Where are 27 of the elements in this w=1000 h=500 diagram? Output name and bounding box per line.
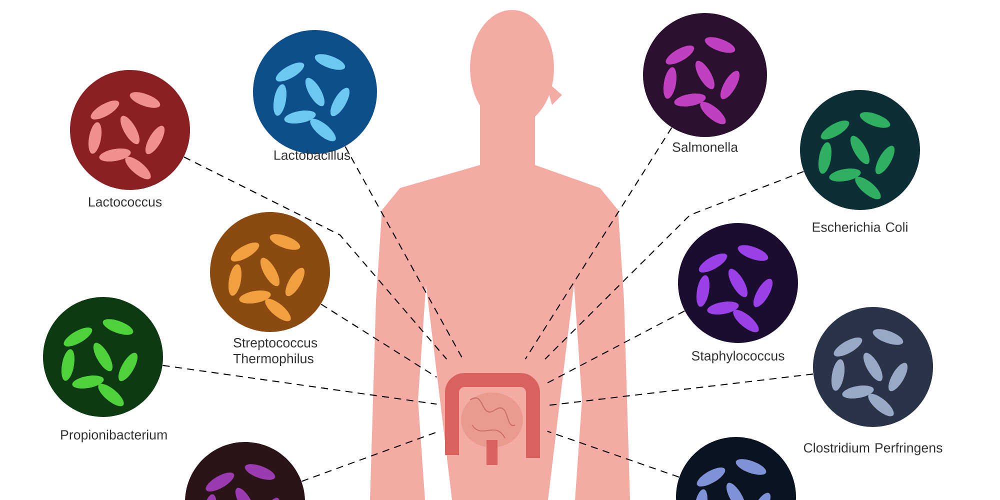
dashed-connector [547, 310, 685, 384]
bacteria-label: Salmonella [672, 142, 738, 152]
bacteria-label: Lactobacillus [274, 150, 350, 160]
dashed-connector [524, 127, 672, 360]
dashed-connector [302, 432, 437, 482]
bacteria-micrograph-drawing [43, 296, 163, 417]
bacteria-micrograph-drawing [813, 307, 933, 427]
intestine-drawing [445, 373, 540, 465]
dashed-connector [184, 156, 448, 360]
dashed-connector [162, 364, 437, 405]
bacteria-micrograph-drawing [678, 222, 798, 343]
bacteria-micrograph-drawing [800, 90, 920, 210]
bacteria-label: Clostridium Perfringens [804, 442, 942, 456]
bacteria-label: Escherichia Coli [812, 222, 908, 232]
bacteria-micrograph-drawing [210, 212, 330, 332]
bacteria-label: Lactococcus [89, 197, 162, 207]
dashed-connector [320, 304, 437, 378]
dashed-connector [544, 171, 804, 360]
bacteria-micrograph-drawing [676, 436, 796, 500]
bacteria-micrograph-drawing [643, 13, 767, 137]
dashed-connector [547, 374, 814, 406]
bacteria-micrograph-drawing [185, 442, 305, 500]
bacteria-label: Streptococcus Thermophilus [233, 338, 318, 366]
bacteria-label: Propionibacterium [61, 430, 167, 442]
bacteria-label: Staphylococcus [692, 350, 784, 364]
bacteria-micrograph-drawing [70, 70, 190, 190]
dashed-connector [344, 146, 464, 360]
